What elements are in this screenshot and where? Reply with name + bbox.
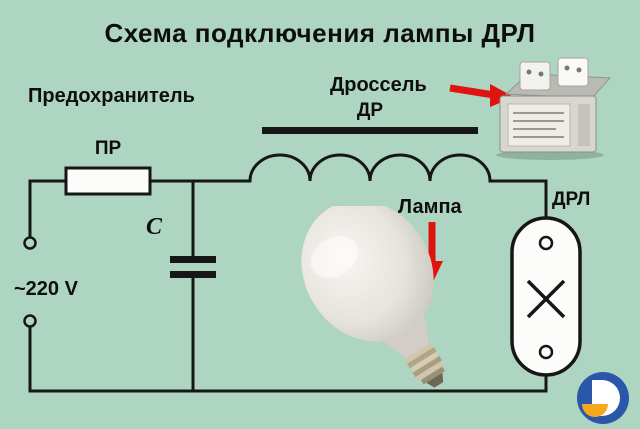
lamp-cross bbox=[526, 279, 566, 319]
diagram-title: Схема подключения лампы ДРЛ bbox=[104, 18, 536, 48]
choke-photo bbox=[496, 57, 612, 160]
lamp-name-label: Лампа bbox=[398, 196, 462, 218]
choke-terminal-block-right bbox=[557, 57, 589, 87]
lamp-screw-base bbox=[405, 343, 446, 388]
supply-voltage-label: ~220 V bbox=[14, 278, 78, 300]
wire-bottom bbox=[28, 325, 548, 393]
inductor-core-bar bbox=[262, 127, 478, 134]
fuse-ref-label: ПР bbox=[94, 138, 122, 159]
fuse-symbol bbox=[64, 166, 152, 196]
supply-terminal-top bbox=[23, 236, 37, 250]
capacitor-ref-label: C bbox=[146, 214, 163, 240]
fuse-name-label: Предохранитель bbox=[28, 85, 195, 107]
supply-terminal-bottom bbox=[23, 314, 37, 328]
lamp-symbol bbox=[510, 216, 582, 377]
choke-name-label: Дроссель bbox=[330, 74, 427, 96]
inductor-coil bbox=[248, 153, 492, 183]
wire-top-right bbox=[488, 179, 548, 220]
capacitor-plate-bottom bbox=[170, 271, 216, 278]
choke-terminal-block-left bbox=[519, 61, 551, 91]
site-logo-icon bbox=[577, 372, 629, 424]
lamp-electrode-bottom bbox=[538, 344, 554, 360]
capacitor-plate-top bbox=[170, 256, 216, 263]
lamp-bulb bbox=[301, 206, 434, 342]
wire-top-left bbox=[28, 179, 252, 240]
choke-label bbox=[507, 103, 571, 147]
lamp-photo bbox=[301, 206, 446, 388]
lamp-neck bbox=[379, 310, 430, 359]
lamp-ref-label: ДРЛ bbox=[552, 189, 591, 210]
choke-arrow bbox=[449, 84, 514, 107]
lamp-electrode-top bbox=[538, 235, 554, 251]
choke-ref-label: ДР bbox=[356, 100, 384, 121]
